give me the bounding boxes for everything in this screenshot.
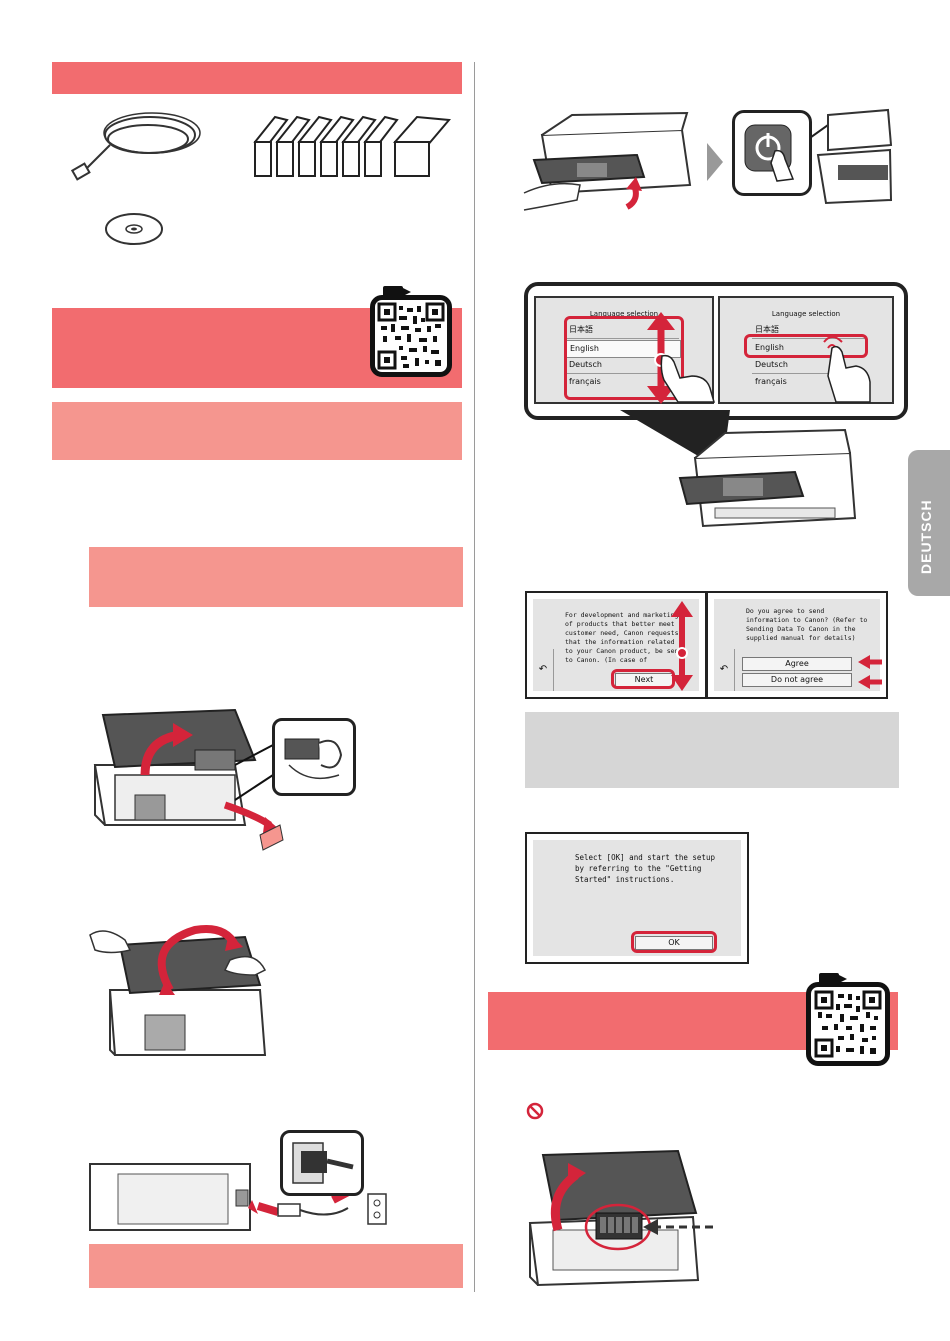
cd-rom-icon [105,213,163,245]
language-item-english[interactable]: English [566,340,681,358]
ok-instruction: Select [OK] and start the setup by refer… [575,853,715,884]
video-camera-icon-2 [819,973,847,985]
do-not-agree-button[interactable]: Do not agree [742,673,852,687]
ink-cartridges-illustration [253,115,452,177]
language-item-francais-2[interactable]: français [755,377,787,386]
next-step-arrow [707,143,723,181]
printhead-holder-illustration [528,1149,718,1287]
ok-highlight [631,931,717,953]
zoom-inset-tape [272,718,356,796]
subsection-bar-3 [89,1244,463,1288]
power-button-zoom [732,110,812,196]
back-button-info[interactable]: ↶ [533,649,554,691]
section-header-box-contents [52,62,462,94]
prohibited-icon [526,1102,544,1120]
language-item-japanese-2[interactable]: 日本語 [752,322,865,339]
power-icon [744,124,795,182]
qr-pattern-2 [814,990,882,1058]
language-item-francais[interactable]: français [569,377,601,386]
plug-closeup [292,1142,354,1184]
language-title-2: Language selection [771,310,841,318]
printer-lcd-illustration [678,428,857,528]
column-divider [474,62,475,1292]
ok-button[interactable]: OK [635,936,713,950]
power-cord-illustration [70,112,201,181]
subsection-bar-1 [52,402,462,460]
note-box-gray [525,712,899,788]
video-qr-code-2[interactable] [806,973,890,1066]
agree-pointer-arrows [858,655,882,689]
printer-close-scanner-illustration [89,925,267,1056]
scroll-highlight [564,316,684,400]
lcd-language-select: Language selection 日本語 English Deutsch f… [718,296,894,404]
zoom-inset-power-plug [280,1130,364,1196]
english-highlight [744,334,868,358]
subsection-bar-2 [89,547,463,607]
agree-button[interactable]: Agree [742,657,852,671]
video-camera-icon [383,286,411,298]
hand-tap-icon [823,336,871,403]
video-qr-code[interactable] [370,286,452,377]
info-scroll-arrow [671,601,693,691]
printer-front-panel-illustration [523,111,692,211]
qr-pattern [377,302,445,370]
lcd-info-screen: ↶ For development and marketing of produ… [525,591,707,699]
lcd-agree-screen: ↶ Do you agree to send information to Ca… [706,591,888,699]
language-item-japanese[interactable]: 日本語 [566,322,679,339]
language-item-deutsch-2[interactable]: Deutsch [752,357,865,374]
lcd-ok-screen: Select [OK] and start the setup by refer… [525,832,749,964]
printer-open-scanner-illustration [93,708,284,851]
printer-power-closeup [799,108,893,205]
language-title: Language selection [589,310,659,318]
hand-swipe-icon [660,354,715,403]
language-side-tab: DEUTSCH [908,450,950,596]
next-highlight [611,669,675,689]
side-tab-label: DEUTSCH [918,499,934,574]
agree-question: Do you agree to send information to Cano… [746,607,868,642]
info-text: For development and marketing of product… [565,611,683,664]
language-item-deutsch[interactable]: Deutsch [566,357,679,374]
tape-closeup [284,738,343,780]
back-button-agree[interactable]: ↶ [714,649,735,691]
printer-rear-power-illustration [89,1163,387,1231]
